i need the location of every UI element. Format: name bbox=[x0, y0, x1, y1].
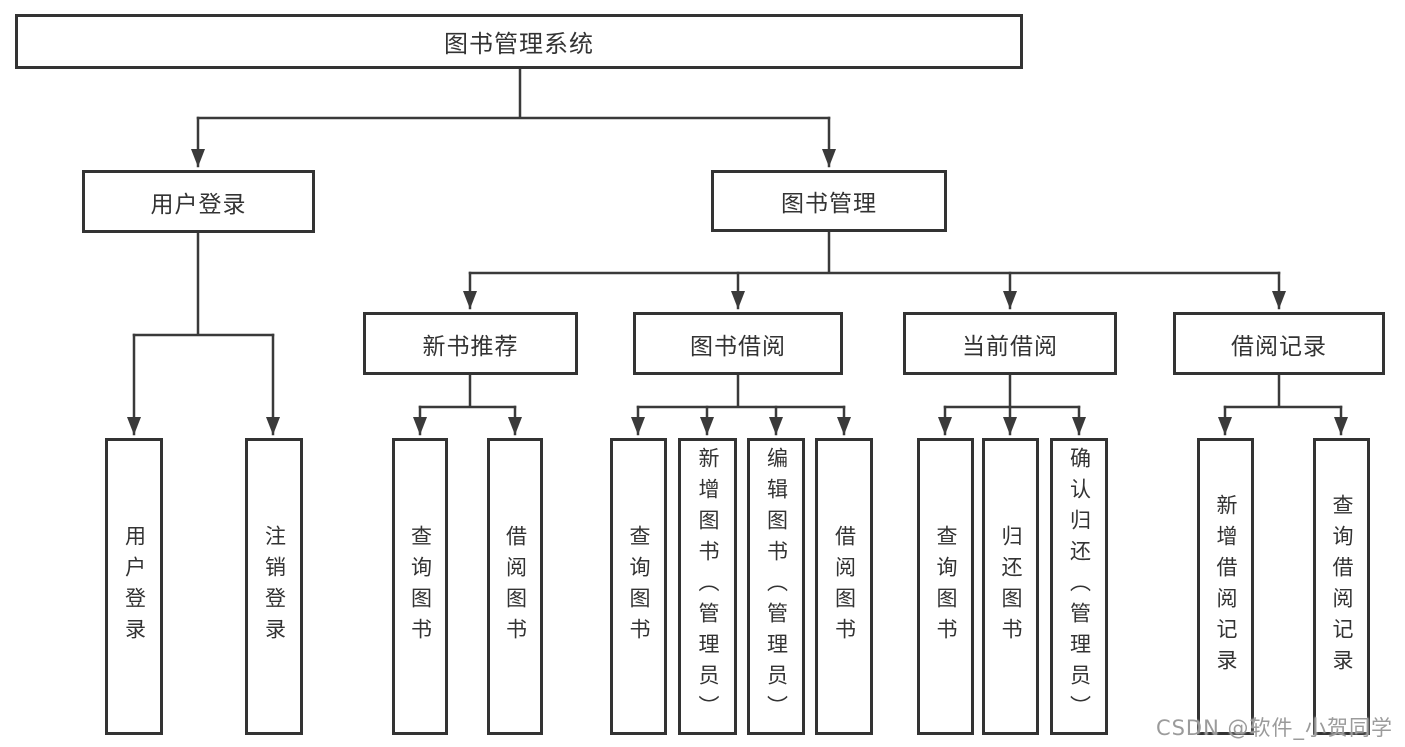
leaf-return-books: 归还图书 bbox=[982, 438, 1039, 735]
leaf-query-borrow-record: 查询借阅记录 bbox=[1313, 438, 1370, 735]
leaf-query-books: 查询图书 bbox=[610, 438, 667, 735]
leaf-query-books: 查询图书 bbox=[392, 438, 448, 735]
leaf-logout: 注销登录 bbox=[245, 438, 303, 735]
leaf-borrow-books: 借阅图书 bbox=[815, 438, 873, 735]
leaf-query-books: 查询图书 bbox=[917, 438, 974, 735]
leaf-add-borrow-record: 新增借阅记录 bbox=[1197, 438, 1254, 735]
node-book-borrowing: 图书借阅 bbox=[633, 312, 843, 375]
leaf-borrow-books: 借阅图书 bbox=[487, 438, 543, 735]
leaf-user-login: 用户登录 bbox=[105, 438, 163, 735]
connector-arrows bbox=[127, 65, 1348, 436]
node-borrowing-records: 借阅记录 bbox=[1173, 312, 1385, 375]
node-book-management: 图书管理 bbox=[711, 170, 947, 232]
leaf-add-book-admin: 新增图书（管理员） bbox=[678, 438, 737, 735]
node-library-management-system: 图书管理系统 bbox=[15, 14, 1023, 69]
leaf-edit-book-admin: 编辑图书（管理员） bbox=[747, 438, 805, 735]
node-current-borrowing: 当前借阅 bbox=[903, 312, 1117, 375]
watermark-csdn: CSDN @软件_小贺同学 bbox=[1155, 716, 1393, 740]
leaf-confirm-return-admin: 确认归还（管理员） bbox=[1050, 438, 1108, 735]
node-new-book-recommendation: 新书推荐 bbox=[363, 312, 578, 375]
node-user-login: 用户登录 bbox=[82, 170, 315, 233]
